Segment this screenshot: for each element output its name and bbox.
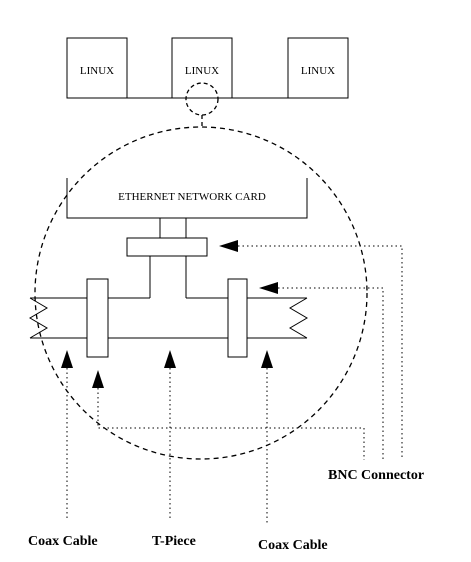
arrow-bnc-card: [219, 240, 238, 252]
left-bnc-connector: [86, 278, 109, 358]
label-coax-cable-right: Coax Cable: [258, 538, 328, 553]
ethernet-card-label: ETHERNET NETWORK CARD: [118, 191, 266, 203]
callout-leader-lines: [66, 245, 403, 525]
callout-arrowheads: [61, 240, 278, 388]
linux-node-3-box: [287, 37, 349, 99]
left-cable-break-zigzag: [29, 297, 48, 339]
leader-bnc-right: [278, 287, 384, 460]
zoom-detail-circle: [34, 126, 368, 460]
leader-bnc-left: [97, 388, 365, 460]
arrow-coax-right: [261, 350, 273, 368]
label-t-piece: T-Piece: [152, 534, 196, 549]
zoom-indicator-small-circle: [185, 82, 219, 116]
right-cable-break-zigzag: [289, 297, 308, 339]
linux-node-1-label: LINUX: [80, 65, 114, 77]
linux-node-2-label: LINUX: [185, 65, 219, 77]
arrow-coax-left: [61, 350, 73, 368]
right-bnc-connector: [227, 278, 248, 358]
card-bnc-connector: [126, 237, 208, 257]
arrow-bnc-left: [92, 370, 104, 388]
arrow-t-piece: [164, 350, 176, 368]
label-bnc-connector: BNC Connector: [328, 468, 424, 483]
leader-bnc-card: [238, 245, 403, 460]
linux-node-3-label: LINUX: [301, 65, 335, 77]
linux-node-1: LINUX: [66, 37, 128, 99]
arrow-bnc-right: [259, 282, 278, 294]
linux-node-1-box: [66, 37, 128, 99]
ethernet-card-outline: [66, 178, 308, 219]
linux-node-3: LINUX: [287, 37, 349, 99]
linux-node-2: LINUX: [171, 37, 233, 99]
label-coax-cable-left: Coax Cable: [28, 534, 98, 549]
